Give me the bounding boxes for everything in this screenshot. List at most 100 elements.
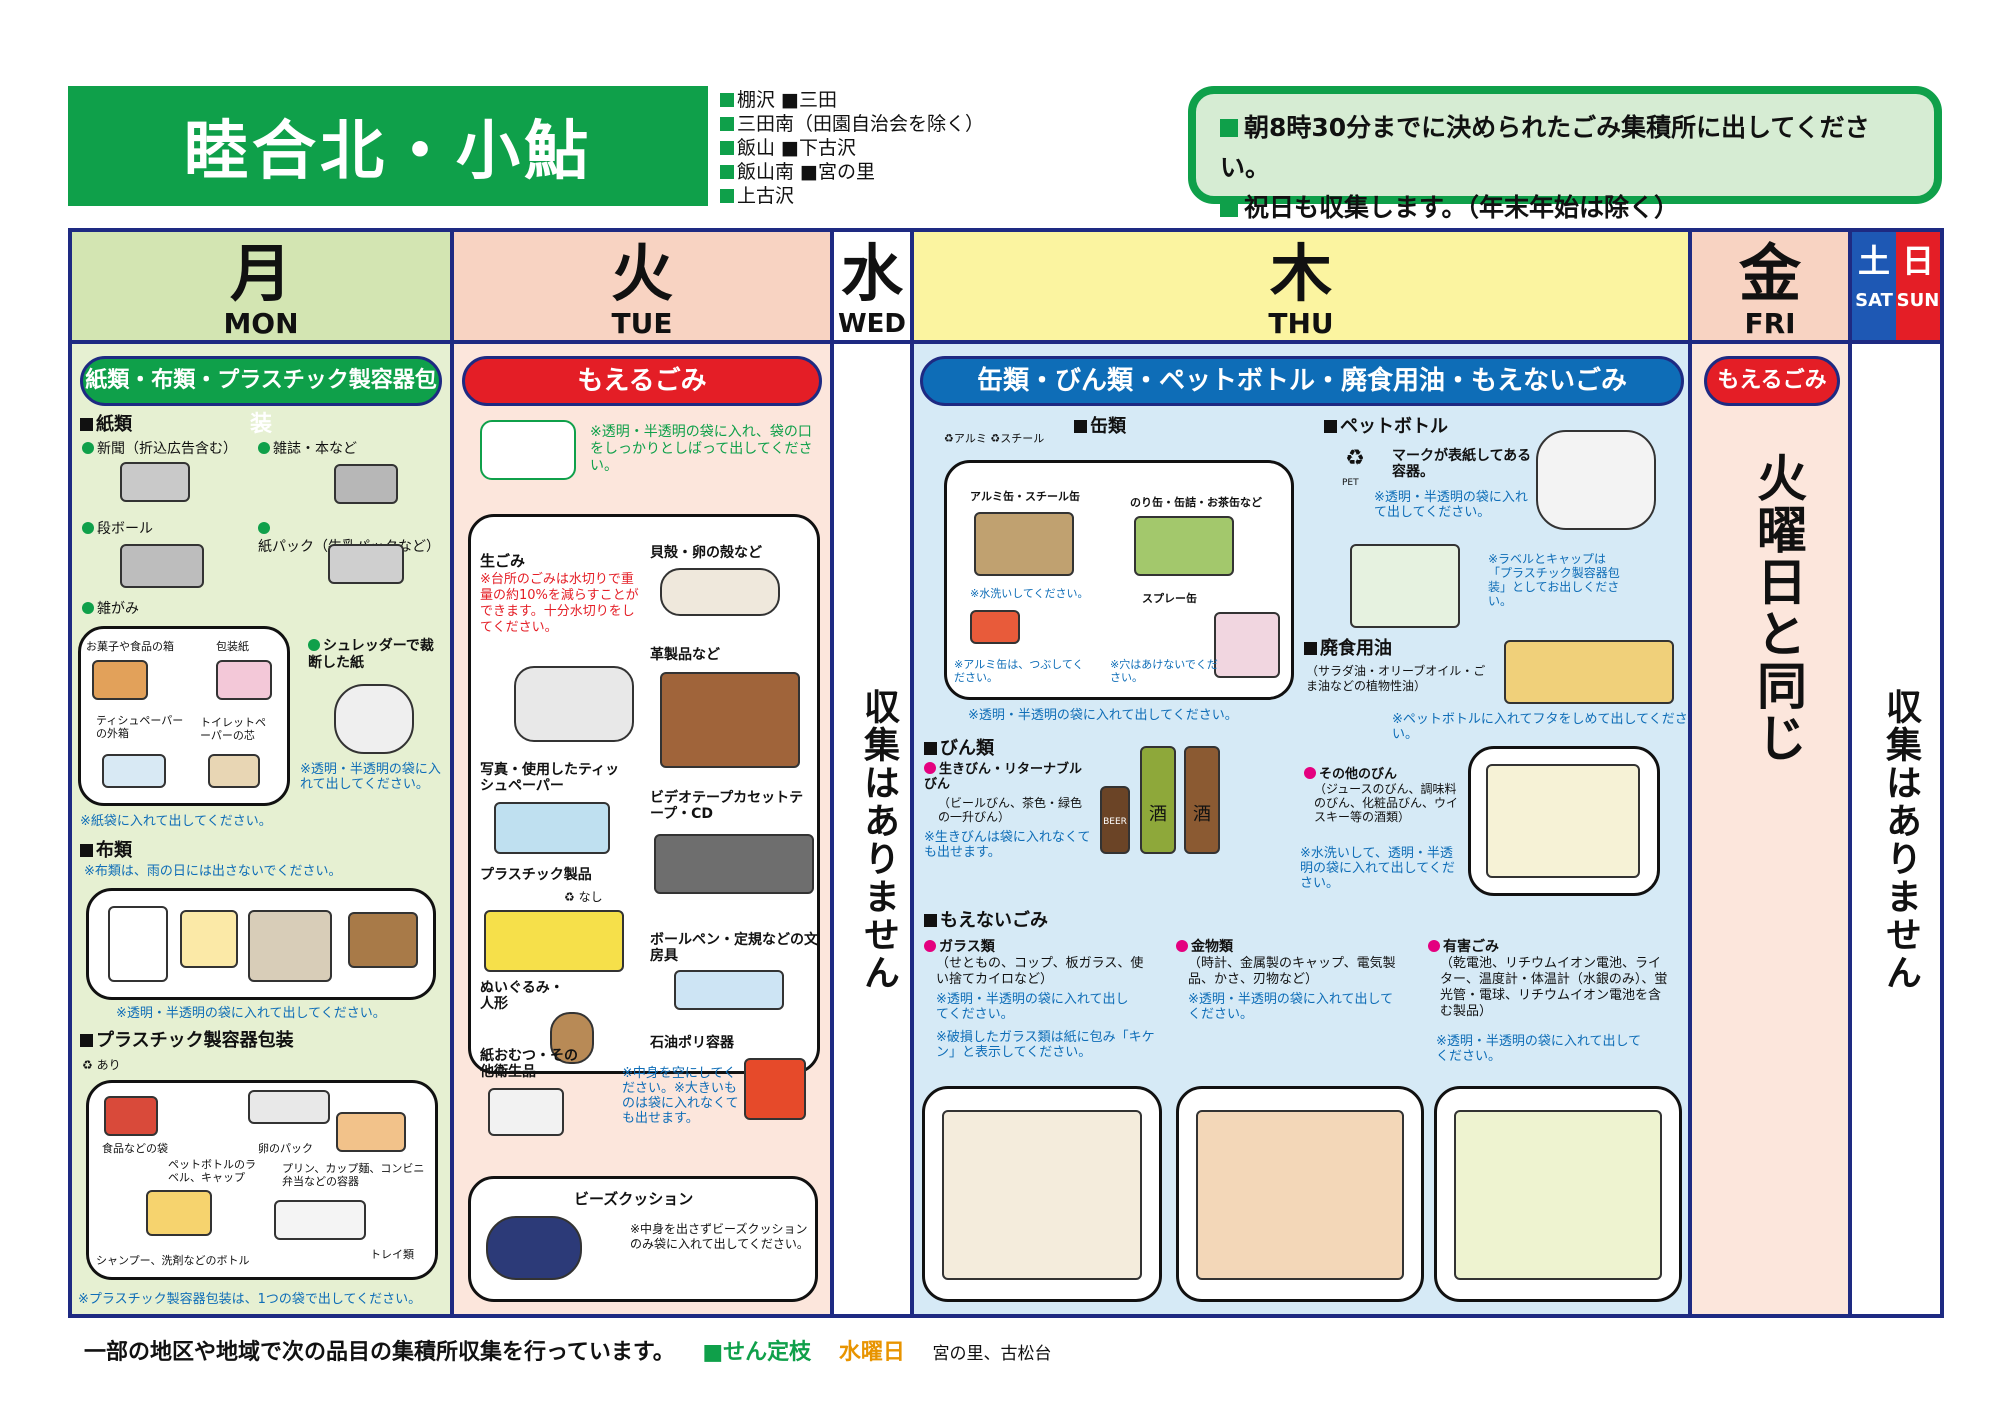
- note-text: ※透明・半透明の袋に入れて出してください。: [936, 992, 1129, 1022]
- day-english: WED: [837, 309, 907, 339]
- note-text: ※透明・半透明の袋に入れて出してください。: [1436, 1034, 1642, 1064]
- item-label: 段ボール: [82, 520, 153, 538]
- note-text: ※台所のごみは水切りで重量の約10%を減らすことができます。十分水切りをしてくだ…: [480, 572, 639, 635]
- no-collection-text: 収集はありません: [858, 688, 899, 992]
- area-line: 飯山南 ■宮の里: [720, 160, 1010, 184]
- weekend-column: 土 SAT 日 SUN 収集はありません: [1852, 232, 1940, 1314]
- weekend-header: 土 SAT 日 SUN: [1852, 232, 1940, 344]
- spray-can-image: [1214, 612, 1280, 678]
- day-english: MON: [223, 307, 299, 340]
- day-kanji: 木: [1269, 237, 1332, 310]
- item-label: トイレットペーパーの芯: [200, 716, 266, 742]
- other-bottles-image: [1486, 764, 1640, 878]
- saturday-header: 土 SAT: [1852, 232, 1896, 340]
- note-text: ※透明・半透明の袋に入れて出してください。: [1188, 992, 1394, 1022]
- sunday-header: 日 SUN: [1896, 232, 1940, 340]
- item-label: （ジュースのびん、調味料のびん、化粧品びん、ウイスキー等の酒類）: [1314, 782, 1459, 824]
- item-label: スプレー缶: [1142, 592, 1197, 605]
- glass-items-image: [942, 1110, 1142, 1280]
- section-title: プラスチック製容器包装: [80, 1032, 294, 1050]
- item-label: 石油ポリ容器: [650, 1035, 734, 1051]
- item-label: ガラス類: [924, 938, 995, 956]
- note-text: ※プラスチック製容器包装は、1つの袋で出してください。: [78, 1292, 422, 1307]
- item-label: （時計、金属製のキャップ、電気製品、かさ、刃物など）: [1188, 956, 1396, 987]
- pet-mark: PET: [1342, 478, 1359, 488]
- thursday-body: 缶類・びん類・ペットボトル・廃食用油・もえないごみ ♻アルミ ♻スチール 缶類 …: [914, 344, 1688, 1314]
- same-as-tuesday-text: 火曜日と同じ: [1749, 452, 1807, 764]
- leather-goods-image: [660, 672, 800, 768]
- day-kanji: 水: [840, 237, 903, 310]
- section-title: 紙類: [80, 416, 132, 434]
- item-label: 革製品など: [650, 647, 720, 663]
- item-label: 貝殻・卵の殻など: [650, 545, 762, 561]
- towel-image: [348, 912, 418, 968]
- newspaper-image: [120, 462, 190, 502]
- item-label: （乾電池、リチウムイオン電池、ライター、温度計・体温計（水銀のみ）、蛍光管・電球…: [1440, 956, 1668, 1019]
- item-label: （サラダ油・オリーブオイル・ごま油などの植物性油）: [1306, 664, 1486, 693]
- day-kanji: 金: [1738, 237, 1801, 310]
- wednesday-body: 収集はありません: [834, 344, 910, 1314]
- tissue-box-image: [102, 754, 166, 788]
- area-line: 飯山 ■下古沢: [720, 136, 1010, 160]
- note-text: ※アルミ缶は、つぶしてください。: [954, 658, 1084, 684]
- page-title: 睦合北・小鮎: [68, 86, 708, 206]
- recycle-icon: ♻: [82, 1058, 93, 1072]
- item-label: ぬいぐるみ・人形: [480, 980, 564, 1012]
- friday-header: 金 FRI: [1692, 232, 1848, 344]
- item-label: のり缶・缶詰・お茶缶など: [1130, 496, 1262, 509]
- food-bag-image: [104, 1096, 158, 1136]
- item-label: ビーズクッション: [574, 1190, 694, 1208]
- monday-body: 紙類・布類・プラスチック製容器包装 紙類 新聞（折込広告含む） 雑誌・本など 段…: [72, 344, 450, 1314]
- section-title: ペットボトル: [1324, 418, 1448, 436]
- day-english: THU: [1268, 307, 1334, 340]
- thursday-column: 木 THU 缶類・びん類・ペットボトル・廃食用油・もえないごみ ♻アルミ ♻スチ…: [914, 232, 1692, 1314]
- item-label: マークが表紙してある容器。: [1392, 448, 1532, 480]
- monday-column: 月 MON 紙類・布類・プラスチック製容器包装 紙類 新聞（折込広告含む） 雑誌…: [72, 232, 454, 1314]
- metal-items-image: [1196, 1110, 1404, 1280]
- item-label: ペットボトルのラベル、キャップ: [168, 1158, 256, 1184]
- item-label: ボールペン・定規などの文房具: [650, 932, 818, 964]
- photos-image: [494, 802, 610, 854]
- item-label: アルミ缶・スチール缶: [970, 490, 1080, 503]
- plastic-mark: ♻ なし: [564, 890, 603, 904]
- beads-cushion-image: [486, 1216, 582, 1280]
- sake-bottle-image: 酒: [1140, 746, 1176, 854]
- no-collection-text: 収集はありません: [1880, 688, 1921, 992]
- notice-line: 祝日も収集します。（年末年始は除く）: [1220, 188, 1910, 228]
- cans-image: [974, 512, 1074, 576]
- notice-line: 朝8時30分までに決められたごみ集積所に出してください。: [1220, 113, 1870, 182]
- diaper-image: [488, 1088, 564, 1136]
- schedule-grid: 月 MON 紙類・布類・プラスチック製容器包装 紙類 新聞（折込広告含む） 雑誌…: [68, 228, 1944, 1318]
- area-line: 三田南（田園自治会を除く）: [720, 112, 1010, 136]
- item-label: 卵のパック: [258, 1142, 313, 1155]
- category-pill: もえるごみ: [462, 356, 822, 406]
- item-label: ティシュペーパーの外箱: [96, 714, 184, 740]
- item-label: 新聞（折込広告含む）: [82, 440, 237, 458]
- cassette-image: [654, 834, 814, 894]
- footer-places: 宮の里、古松台: [932, 1344, 1052, 1364]
- item-label: 食品などの袋: [102, 1142, 168, 1155]
- footer-text: 一部の地区や地域で次の品目の集積所収集を行っています。: [84, 1340, 675, 1365]
- item-label: 写真・使用したティッシュペーパー: [480, 762, 620, 794]
- crushed-can-image: [970, 610, 1020, 644]
- wednesday-header: 水 WED: [834, 232, 910, 344]
- note-text: ※水洗いしてください。: [970, 587, 1089, 600]
- shirt-image: [108, 906, 168, 982]
- thursday-header: 木 THU: [914, 232, 1688, 344]
- poly-tank-image: [744, 1058, 806, 1120]
- recycle-icon: ♻: [990, 432, 1001, 445]
- note-text: ※透明・半透明の袋に入れて出してください。: [116, 1006, 386, 1021]
- item-label: 有害ごみ: [1428, 938, 1499, 956]
- tray-image: [274, 1200, 366, 1240]
- day-kanji: 月: [229, 237, 292, 310]
- weekend-body: 収集はありません: [1852, 344, 1940, 1314]
- cardboard-image: [120, 544, 204, 588]
- sake-bottle-image: 酒: [1184, 746, 1220, 854]
- egg-pack-image: [248, 1090, 330, 1124]
- note-text: ※破損したガラス類は紙に包み「キケン」と表示してください。: [936, 1030, 1155, 1060]
- section-title: 布類: [80, 842, 132, 860]
- item-label: （ビールびん、茶色・緑色の一升びん）: [938, 796, 1083, 824]
- tuesday-column: 火 TUE もえるごみ ※透明・半透明の袋に入れ、袋の口をしっかりとしばって出し…: [454, 232, 834, 1314]
- item-label: 雑誌・本など: [258, 440, 357, 458]
- item-label: ビデオテープカセットテープ・CD: [650, 790, 804, 822]
